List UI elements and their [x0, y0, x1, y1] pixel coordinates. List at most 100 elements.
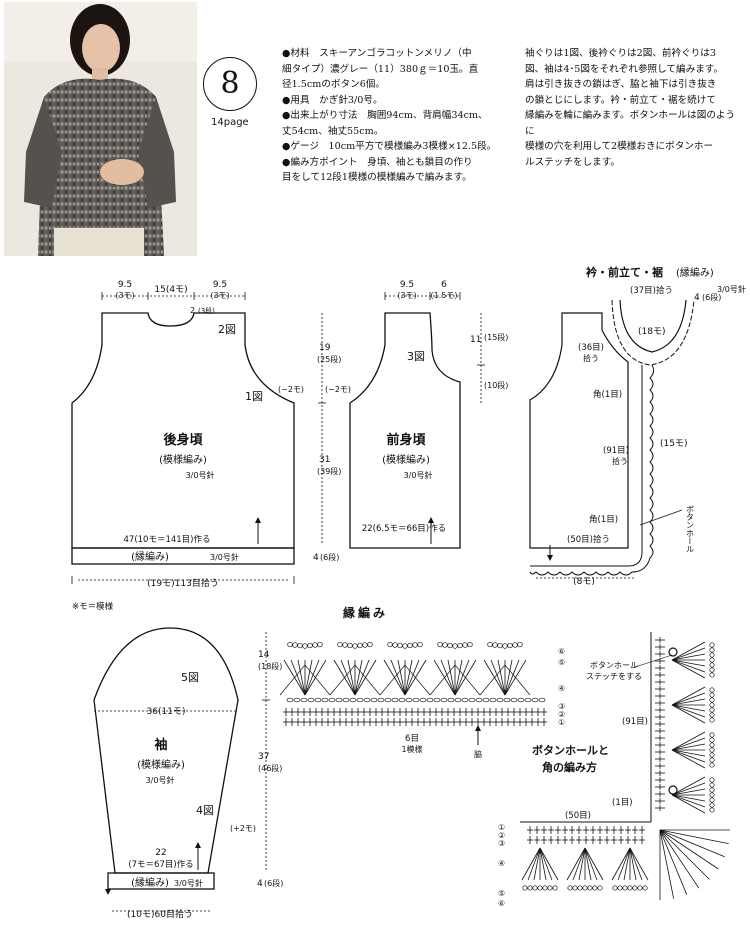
stitch-picot	[467, 641, 473, 648]
stitch-fan	[671, 749, 706, 763]
stitch-picot	[397, 642, 403, 649]
stitch-picot	[709, 687, 715, 693]
stitch-picot	[452, 643, 458, 649]
stitch-chain	[335, 697, 343, 703]
stitch-picot	[512, 642, 518, 648]
back-height-upper: 19	[319, 343, 331, 353]
stitch-corner	[659, 829, 725, 858]
collar-pick-91-sub: 拾う	[612, 456, 628, 466]
stitch-fan	[504, 659, 520, 696]
stitch-corner	[659, 829, 675, 899]
pattern-number: 8	[203, 57, 257, 111]
back-body-title: 後身頃	[163, 432, 203, 448]
stitch-fan	[671, 731, 706, 751]
stitch-fan	[671, 737, 706, 751]
instruction-line: の鎖とじにします。衿・前立て・裾を続けて	[525, 94, 716, 106]
materials-line: ●用具 かぎ針3/0号。	[282, 94, 383, 106]
sleeve-outline	[93, 627, 239, 874]
stitch-fan	[578, 847, 586, 881]
stitch-picot	[642, 885, 648, 891]
stitch-picot	[387, 641, 393, 648]
collar-neck-band	[619, 299, 687, 353]
front-body-subtitle: (模様編み)	[382, 453, 430, 466]
stitch-chain	[503, 697, 511, 703]
materials-line: ●材料 スキーアンゴラコットンメリノ（中	[282, 48, 472, 59]
stitch-picot	[617, 885, 623, 891]
stitch-arch	[429, 664, 481, 696]
instruction-line: 袖ぐりは1図、後衿ぐりは2図、前衿ぐりは3	[525, 48, 716, 59]
stitch-picot	[457, 642, 463, 649]
stitch-fan	[354, 659, 363, 696]
stitch-corner	[659, 829, 710, 880]
stitch-fan	[566, 847, 586, 881]
buttonhole-chart-stitches	[520, 632, 730, 900]
stitch-picot	[462, 642, 468, 648]
back-chain-cast: 47(10モ＝141目)作る	[124, 534, 211, 545]
stitch-fan	[671, 647, 706, 661]
stitch-picot	[312, 642, 318, 648]
back-height-lower-rows: (39段)	[317, 466, 341, 476]
stitch-picot	[507, 642, 513, 649]
stitch-chain	[468, 697, 476, 703]
stitch-fan	[572, 847, 586, 881]
instruction-line: 肩は引き抜きの鎖はぎ、脇と袖下は引き抜き	[525, 79, 717, 90]
stitch-chain	[482, 697, 490, 703]
buttonhole-pick-50: (50目)	[565, 811, 591, 821]
back-body-diagram: 9.5 (3モ) 15(4モ) 9.5 (3モ) 2 (3段) 2図 1図 (−…	[71, 280, 341, 589]
front-top-right: 6	[441, 280, 447, 290]
stitch-chain	[384, 697, 392, 703]
buttonhole-stitch-note-1: ボタンホール	[590, 661, 638, 670]
stitch-fan	[671, 794, 706, 808]
stitch-chain	[440, 697, 448, 703]
edging-chart-stitches	[279, 641, 547, 726]
model-photo-illustration	[4, 2, 197, 256]
stitch-fan	[584, 847, 592, 881]
sleeve-increase: (+2モ)	[230, 824, 256, 833]
stitch-fan	[671, 782, 706, 796]
stitch-chain	[454, 697, 462, 703]
stitch-arch	[329, 664, 381, 696]
stitch-fan	[671, 794, 706, 814]
stitch-picot	[572, 885, 578, 891]
front-neck-rows-a: (15段)	[484, 332, 508, 342]
back-edging-height: 4	[313, 553, 319, 563]
stitch-chain	[510, 697, 518, 703]
stitch-picot	[582, 885, 588, 891]
front-body-needle: 3/0号針	[404, 470, 433, 480]
stitch-fan	[629, 847, 637, 881]
instruction-line: ルステッチをします。	[525, 156, 620, 168]
stitch-fan	[629, 847, 649, 881]
sleeve-edging-needle: 3/0号針	[174, 878, 203, 888]
stitch-chain	[356, 697, 364, 703]
stitch-fan	[617, 847, 631, 881]
buttonhole-title-1: ボタンホールと	[532, 743, 609, 757]
stitch-picot	[447, 642, 453, 649]
buttonhole-pick-91: (91目)	[622, 717, 648, 727]
stitch-fan	[397, 659, 406, 696]
edging-row-3: ③	[558, 702, 565, 711]
materials-line: 丈54cm、袖丈55cm。	[282, 125, 384, 137]
sleeve-edging-label: (縁編み)	[131, 876, 169, 889]
stitch-fan	[629, 847, 643, 881]
stitch-picot	[552, 885, 558, 891]
stitch-fan	[671, 788, 706, 796]
stitch-picot	[709, 757, 715, 763]
front-neck-rows-b: (10段)	[484, 380, 508, 390]
stitch-fan	[504, 659, 513, 696]
edging-row-6: ⑥	[558, 647, 565, 656]
stitch-picot	[362, 642, 368, 648]
stitch-picot	[412, 642, 418, 648]
front-band-edge	[529, 364, 655, 576]
stitch-chain	[398, 697, 406, 703]
stitch-fan	[533, 847, 541, 881]
edging-chart-title: 縁編み	[343, 605, 388, 620]
model-photo	[4, 2, 197, 256]
stitch-picot	[492, 642, 498, 648]
buttonhole-corner: (1目)	[612, 798, 633, 808]
back-pickup: (19モ)113目拾う	[147, 577, 219, 589]
back-body-needle: 3/0号針	[186, 470, 215, 480]
stitch-picot	[709, 692, 715, 698]
sleeve-fig4-label: 4図	[196, 804, 214, 817]
stitch-picot	[317, 641, 323, 648]
page-reference: 14page	[211, 117, 249, 128]
